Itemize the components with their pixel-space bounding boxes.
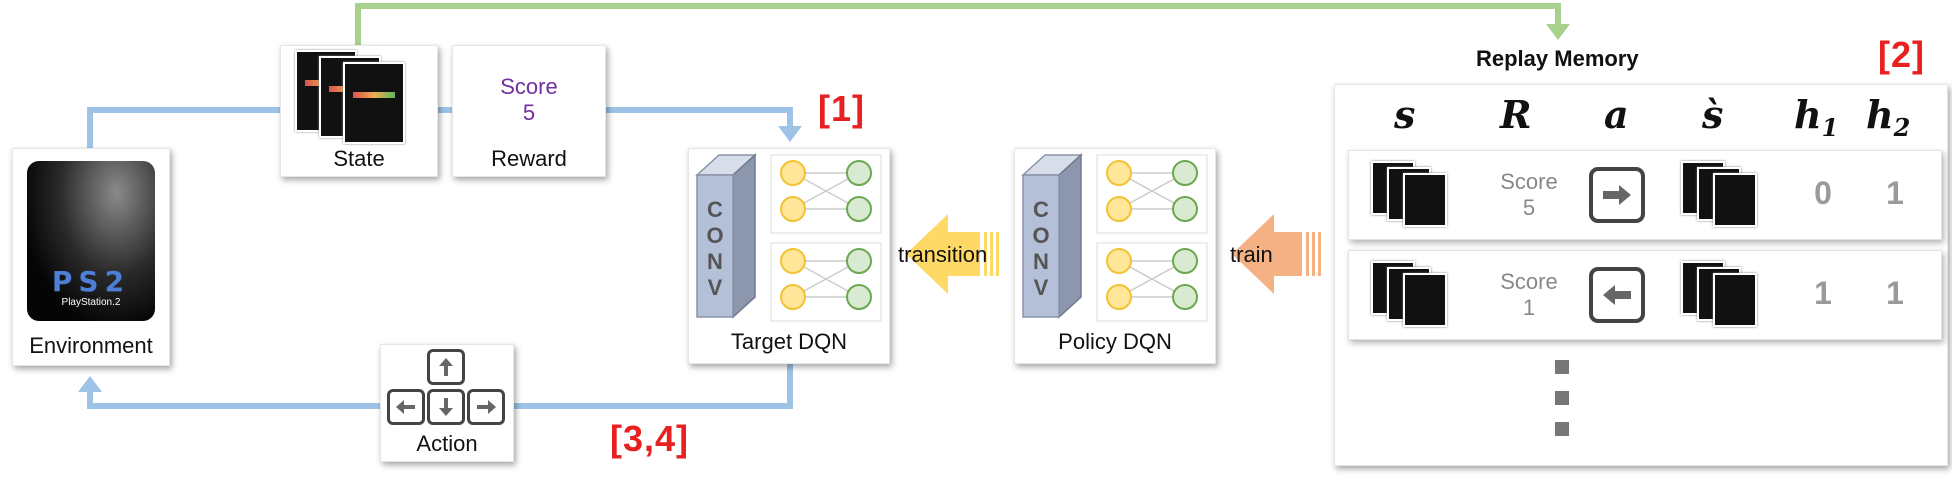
conv-block (695, 153, 757, 319)
conv-letter: O (1032, 223, 1050, 248)
transition-label: transition (898, 242, 988, 267)
row-h1: 0 (1814, 175, 1832, 211)
col-header-s: s (1394, 92, 1416, 137)
fc-layer-bottom (770, 242, 882, 322)
marker-3-4: [3,4] (610, 418, 690, 459)
policy-dqn-label: Policy DQN (1058, 329, 1172, 354)
ellipsis-dot (1555, 360, 1569, 374)
key-down-icon (427, 389, 465, 425)
col-header-h1: h1 (1794, 92, 1839, 142)
ps2-logo-mark: PS2 (51, 265, 131, 298)
row-h2: 1 (1886, 175, 1904, 211)
col-header-s-next: s̀ (1702, 92, 1724, 137)
game-frames-stack-image (295, 50, 405, 144)
blue-arrowhead-target (778, 126, 802, 142)
ps2-logo-text: PlayStation.2 (61, 297, 121, 308)
key-up-icon (427, 349, 465, 385)
arrow-right-icon (1589, 167, 1645, 223)
reward-score-word: Score (500, 74, 558, 99)
environment-node: PS2 PlayStation.2 Environment (12, 148, 170, 366)
train-arrow (1232, 214, 1321, 294)
col-header-a: a (1604, 92, 1629, 137)
reward-label: Reward (491, 146, 567, 171)
state-label: State (333, 146, 385, 171)
key-right-icon (467, 389, 505, 425)
marker-2: [2] (1878, 34, 1925, 75)
ellipsis-dot (1555, 391, 1569, 405)
environment-label: Environment (29, 333, 153, 358)
row-h2: 1 (1886, 275, 1904, 311)
action-label: Action (416, 431, 478, 456)
conv-letter: O (706, 223, 724, 248)
conv-letter: V (1033, 275, 1049, 300)
row-h1: 1 (1814, 275, 1832, 311)
next-state-frames-thumbnail (1681, 261, 1761, 327)
fc-layer-bottom (1096, 242, 1208, 322)
target-dqn-network-graphic (695, 153, 882, 322)
marker-1: [1] (818, 88, 865, 129)
ps2-console-image: PS2 PlayStation.2 (27, 161, 155, 321)
action-node: Action (380, 344, 514, 462)
policy-dqn-network-graphic (1021, 153, 1208, 322)
ellipsis-dot (1555, 422, 1569, 436)
fc-layer-top (770, 154, 882, 234)
green-wire-to-replay-memory (355, 3, 1561, 45)
train-label: train (1230, 242, 1273, 267)
arrow-left-icon (1589, 267, 1645, 323)
green-arrowhead (1546, 24, 1570, 40)
state-frames-thumbnail (1371, 261, 1451, 327)
state-frames-thumbnail (1371, 161, 1451, 227)
target-dqn-label: Target DQN (730, 329, 848, 354)
key-left-icon (387, 389, 425, 425)
conv-letter: N (707, 249, 723, 274)
reward-node: Score 5 Reward (452, 45, 606, 177)
transition-arrow (906, 214, 999, 294)
reward-score-value: 5 (522, 100, 536, 125)
blue-wire-env-to-target (87, 107, 793, 148)
fc-layer-top (1096, 154, 1208, 234)
conv-letter: C (1033, 197, 1049, 222)
blue-arrowhead-env (78, 376, 102, 392)
conv-block (1021, 153, 1083, 319)
conv-letter: C (707, 197, 723, 222)
conv-letter: N (1033, 249, 1049, 274)
col-header-h2: h2 (1866, 92, 1911, 142)
replay-memory-title: Replay Memory (1476, 46, 1639, 71)
conv-letter: V (707, 275, 723, 300)
col-header-r: R (1500, 92, 1532, 137)
next-state-frames-thumbnail (1681, 161, 1761, 227)
state-node: State (280, 45, 438, 177)
